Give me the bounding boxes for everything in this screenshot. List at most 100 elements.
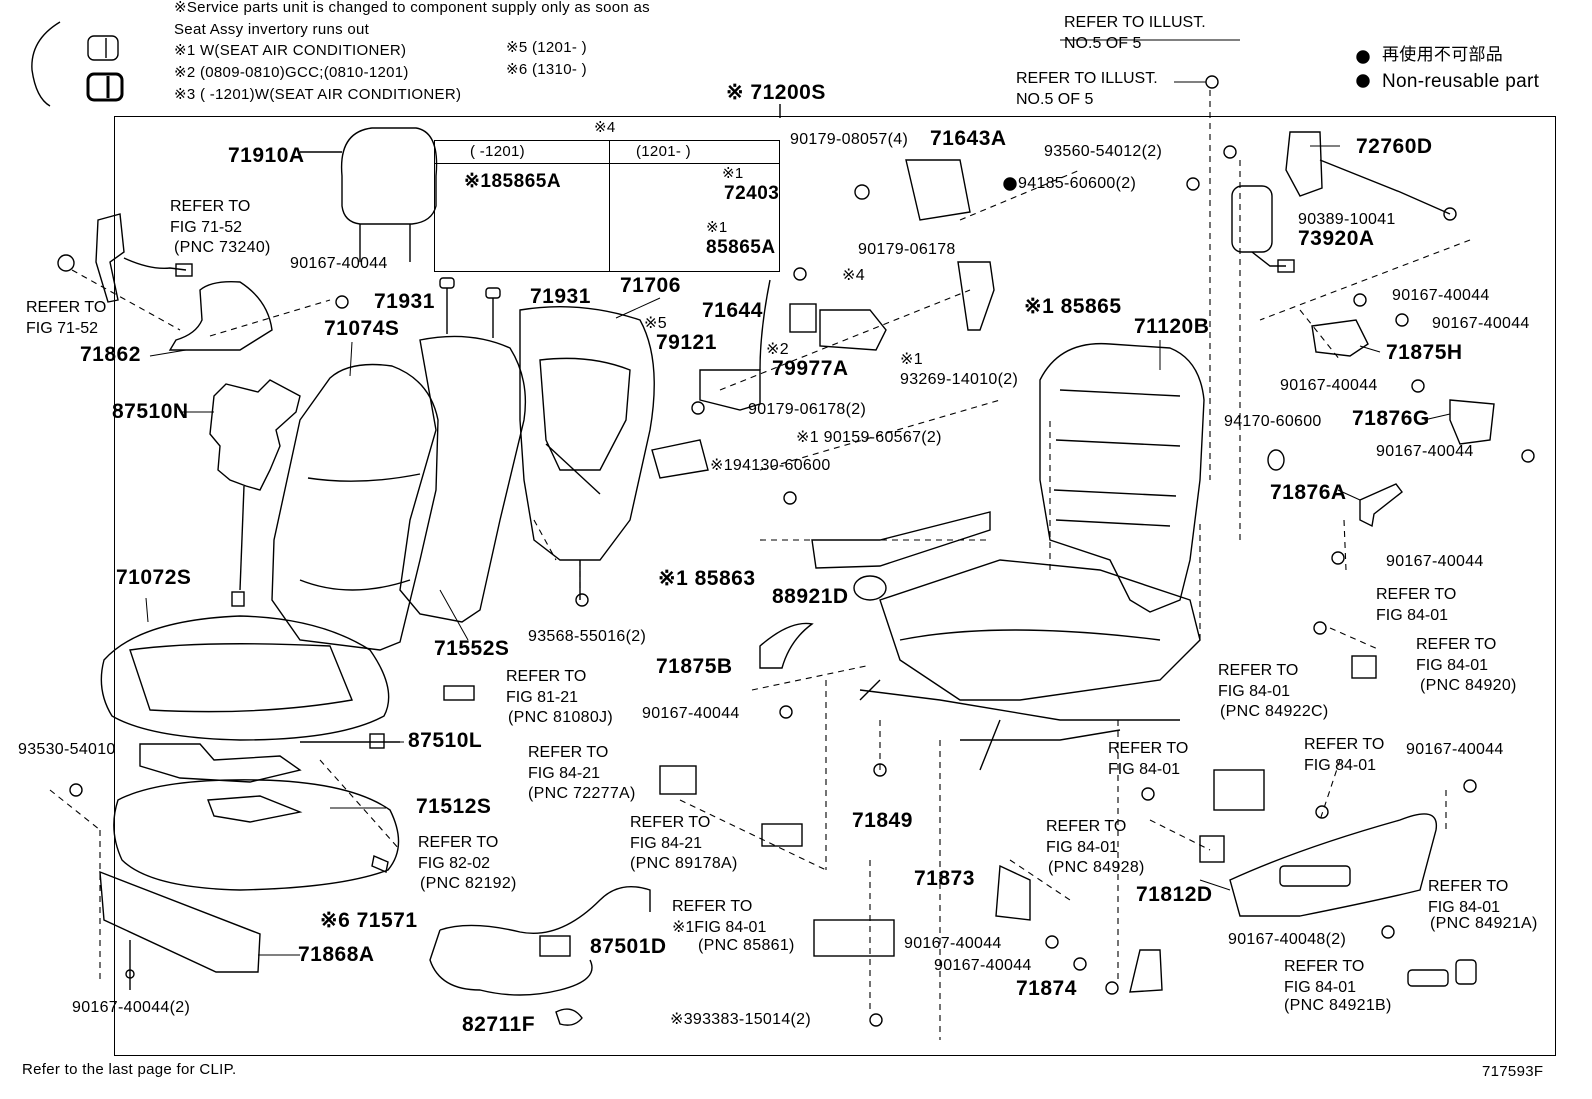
part-label: 71643A	[930, 127, 1007, 150]
part-label: REFER TO FIG 84-01	[1376, 586, 1457, 624]
part-label: 71931	[374, 290, 435, 313]
non-reusable-dot-icon-2	[1356, 74, 1370, 88]
note-line-4: ※2 (0809-0810)GCC;(0810-1201)	[174, 64, 409, 81]
clip-icon-dark	[86, 72, 124, 102]
part-label: (PNC 84928)	[1048, 859, 1145, 876]
cover-71876G	[1449, 399, 1495, 445]
module-84922C	[1213, 769, 1265, 811]
part-label: 71875B	[656, 655, 733, 678]
part-label: 90167-40044	[904, 935, 1002, 952]
part-label: REFER TO FIG 84-01	[1304, 736, 1385, 774]
variant-part-c: 85865A	[706, 237, 776, 258]
label-79977A	[789, 303, 817, 333]
part-label: 79977A	[772, 357, 849, 380]
part-label: 90179-08057(4)	[790, 131, 909, 148]
part-label: 71072S	[116, 566, 192, 589]
part-label: 93530-54010	[18, 741, 116, 758]
side-shield-71812D	[1229, 813, 1438, 917]
part-label: ※1	[900, 351, 923, 368]
seatback-pad-71552S	[399, 335, 527, 623]
part-label: (PNC 84922C)	[1220, 703, 1329, 720]
variant-part-b-mark: ※1	[722, 165, 744, 182]
part-label: 90167-40044	[290, 255, 388, 272]
part-label: REFER TO FIG 82-02	[418, 834, 499, 872]
part-label: 87510N	[112, 400, 189, 423]
note-right-1: ※5 (1201- )	[506, 39, 587, 56]
part-label: 71812D	[1136, 883, 1213, 906]
switch-panel	[1279, 865, 1351, 887]
connector-84928	[1199, 835, 1225, 863]
part-label: ※4	[842, 267, 865, 284]
connector-87501D	[539, 935, 571, 957]
part-label: 71910A	[228, 144, 305, 167]
part-label: (PNC 89178A)	[630, 855, 738, 872]
part-label: ※393383-15014(2)	[670, 1011, 811, 1028]
part-label: (PNC 84921B)	[1284, 997, 1392, 1014]
headrest-guide-2	[485, 287, 501, 299]
part-label: 71931	[530, 285, 591, 308]
knob-84921B	[1407, 969, 1449, 987]
part-label: ※194130-60600	[710, 457, 831, 474]
diagram-frame	[114, 116, 1556, 1056]
part-label: (PNC 84921A)	[1430, 915, 1538, 932]
lumbar-85863	[811, 511, 991, 569]
part-label: REFER TO FIG 84-01	[1284, 958, 1365, 996]
footer-clip-note: Refer to the last page for CLIP.	[22, 1061, 237, 1078]
heater-pad-shape	[209, 379, 301, 491]
part-label: 90179-06178	[858, 241, 956, 258]
cover-71875H	[1311, 319, 1369, 357]
part-label: 71874	[1016, 977, 1077, 1000]
part-label: 93560-54012(2)	[1044, 143, 1163, 160]
variant-box	[434, 140, 780, 272]
legend-en: Non-reusable part	[1382, 71, 1540, 92]
variant-col1: ( -1201)	[470, 143, 525, 160]
seatback-71706	[519, 305, 655, 561]
part-label: 79121	[656, 331, 717, 354]
variant-part-a: ※185865A	[464, 171, 562, 192]
part-label: 93269-14010(2)	[900, 371, 1019, 388]
note-line-1: ※Service parts unit is changed to compon…	[174, 0, 650, 16]
grommet-88921D	[853, 575, 887, 601]
fan-71644	[699, 369, 761, 411]
duct-85865-upper	[957, 261, 995, 331]
bracket-71643A	[905, 159, 971, 221]
connector-89178A	[761, 823, 803, 847]
part-label: REFER TO FIG 84-21	[630, 814, 711, 852]
part-label: 90167-40044	[1376, 443, 1474, 460]
clip-icon-light	[87, 35, 119, 61]
part-label: 90167-40044	[1386, 553, 1484, 570]
part-label: 71876G	[1352, 407, 1430, 430]
ecu-85861	[813, 919, 895, 957]
duct-85865	[819, 309, 887, 351]
variant-part-b: 72403	[724, 183, 780, 204]
variant-group-mark: ※4	[594, 119, 616, 136]
part-label: REFER TO FIG 81-21	[506, 668, 587, 706]
variant-box-divider-v	[609, 141, 610, 271]
refer-illust-1: REFER TO ILLUST. NO.5 OF 5	[1064, 14, 1206, 52]
part-label: REFER TO FIG 84-01	[1046, 818, 1127, 856]
buckle-shape	[95, 213, 125, 303]
part-label: ※5	[644, 315, 667, 332]
airbag-72760D	[1285, 131, 1323, 197]
part-label: (PNC 72277A)	[528, 785, 636, 802]
part-label: 90167-40044	[1406, 741, 1504, 758]
cushion-pad-71512S	[113, 779, 400, 891]
side-cover-71862	[168, 280, 273, 351]
part-label: REFER TO ※1FIG 84-01	[672, 898, 767, 936]
part-label: 90167-40044	[642, 705, 740, 722]
part-label: 90167-40044	[934, 957, 1032, 974]
cushion-cover-71072S	[100, 615, 390, 741]
part-label: 71644	[702, 299, 763, 322]
part-label: 90179-06178(2)	[748, 401, 867, 418]
seat-frame-back-71120B	[1039, 342, 1205, 613]
part-label: 87510L	[408, 729, 483, 752]
footer-figure-id: 717593F	[1482, 1063, 1544, 1080]
part-label: ※1 85865	[1024, 295, 1122, 318]
bracket-71873	[995, 864, 1031, 921]
refer-illust-2: REFER TO ILLUST. NO.5 OF 5	[1016, 70, 1158, 108]
cover-71875B	[759, 622, 814, 669]
part-label: 71120B	[1134, 315, 1210, 338]
part-label: REFER TO FIG 84-01	[1108, 740, 1189, 778]
sensor-73920A	[1231, 185, 1273, 253]
